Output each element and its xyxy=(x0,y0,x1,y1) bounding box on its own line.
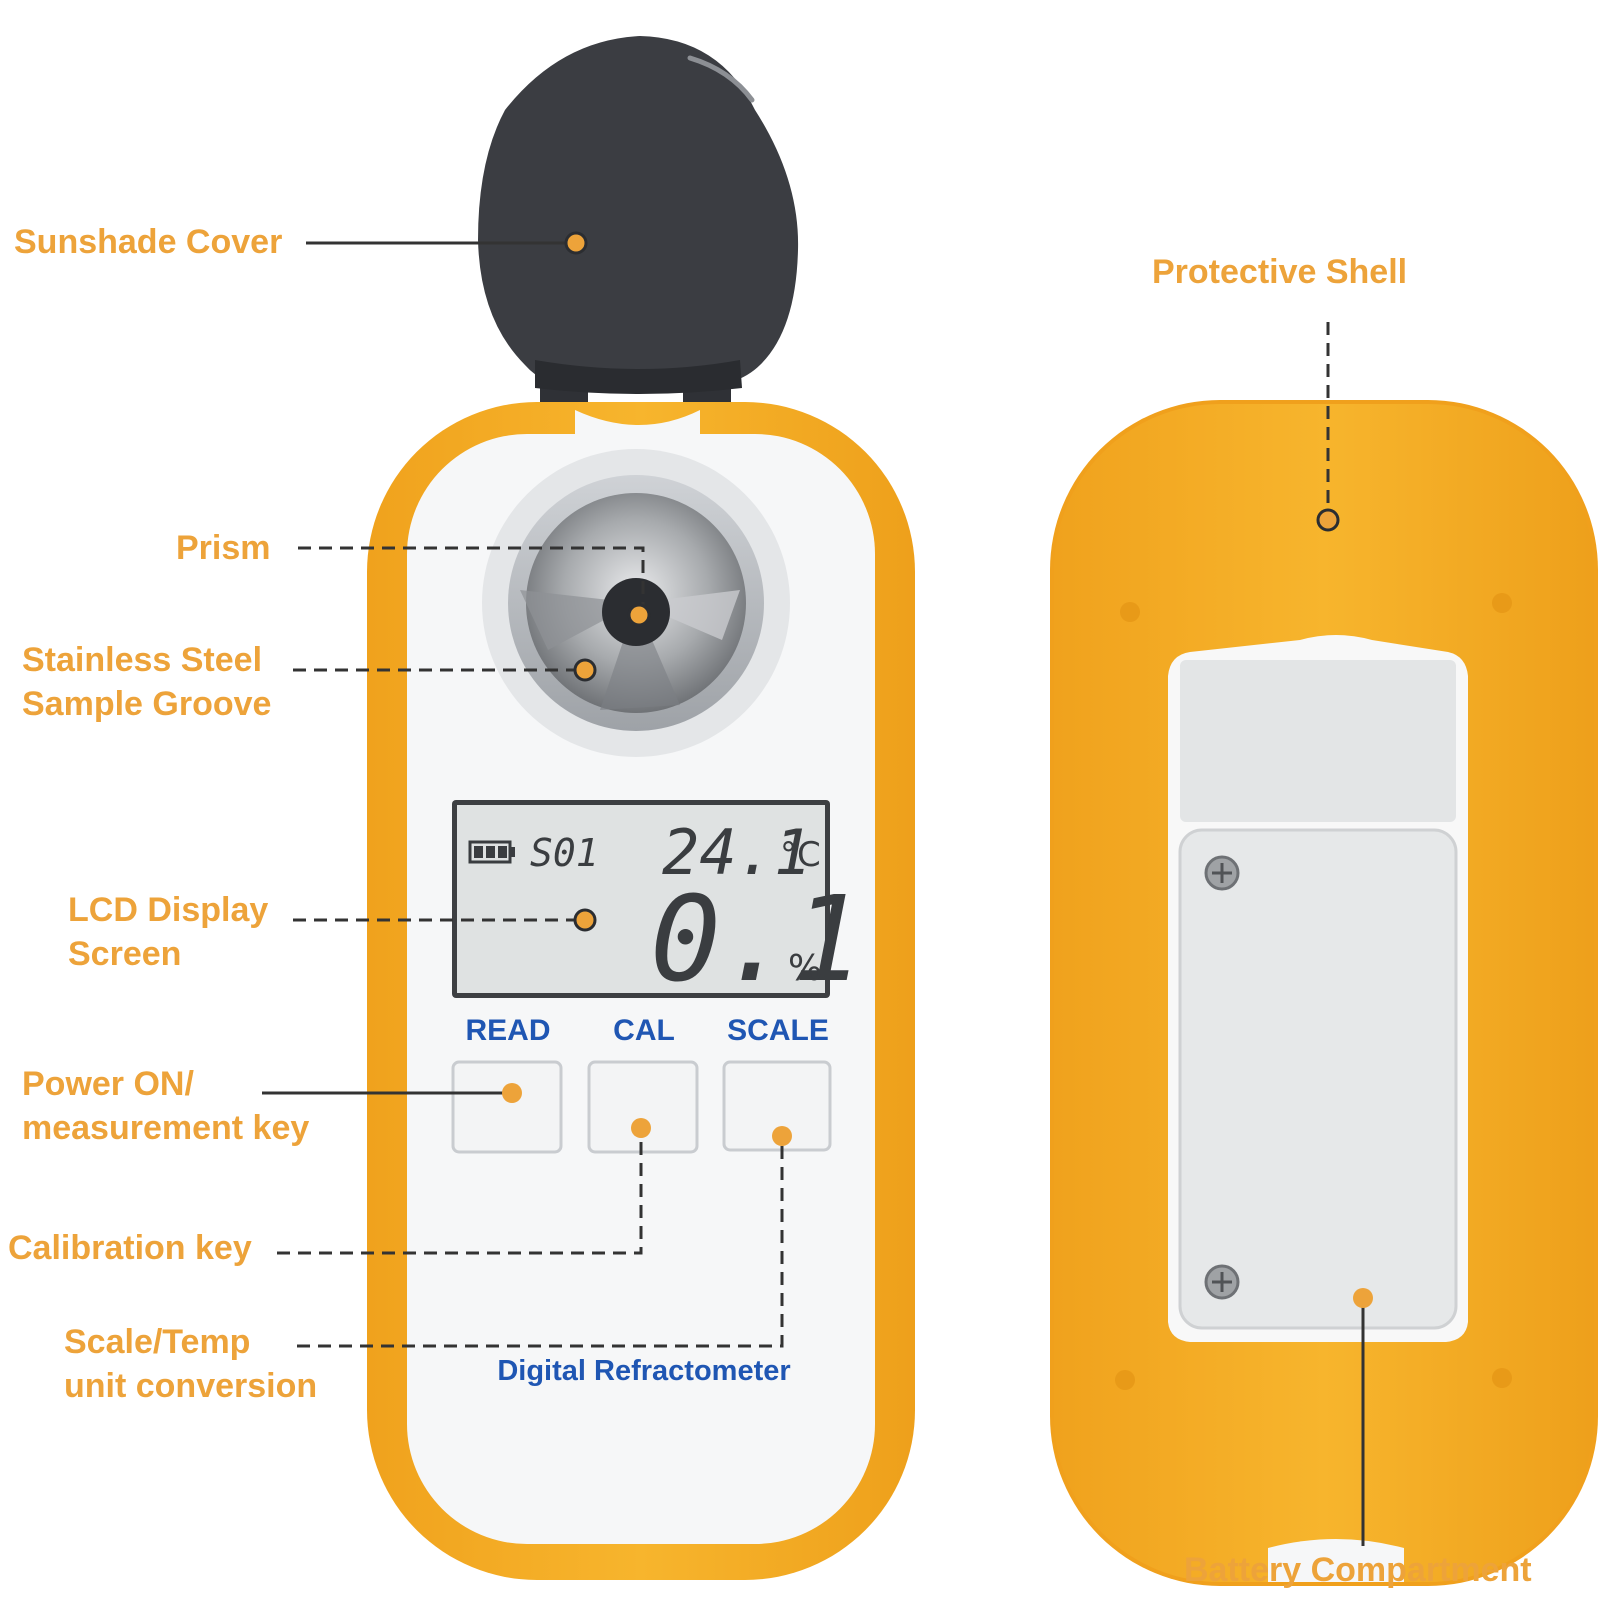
prism-assembly xyxy=(482,449,790,757)
leader-lines xyxy=(262,241,1365,1546)
label-battery-text: Battery Compartment xyxy=(1184,1551,1532,1589)
lcd-temp-unit: °C xyxy=(780,835,821,875)
read-button-label: READ xyxy=(465,1014,550,1047)
label-sunshade-cover: Sunshade Cover xyxy=(14,220,282,264)
label-stainless-steel: Stainless Steel Sample Groove xyxy=(22,638,271,726)
label-power-line2: measurement key xyxy=(22,1109,310,1147)
read-button[interactable] xyxy=(451,1060,563,1154)
label-stainless-line2: Sample Groove xyxy=(22,685,272,723)
battery-compartment[interactable] xyxy=(1178,828,1458,1330)
marker-sample-groove xyxy=(573,658,597,682)
screw-bottom xyxy=(1204,1264,1240,1300)
cal-button[interactable] xyxy=(587,1060,699,1154)
label-lcd-line1: LCD Display xyxy=(68,891,269,929)
label-lcd-display: LCD Display Screen xyxy=(68,888,268,976)
panel-top-notch xyxy=(575,410,700,440)
protective-shell-back xyxy=(1050,400,1598,1586)
marker-lcd xyxy=(573,908,597,932)
label-calibration-key: Calibration key xyxy=(8,1226,252,1270)
sunshade-cover[interactable] xyxy=(478,36,799,394)
label-power-line1: Power ON/ xyxy=(22,1065,194,1103)
marker-power-key xyxy=(502,1083,522,1103)
label-stainless-line1: Stainless Steel xyxy=(22,641,263,679)
marker-sunshade xyxy=(564,231,588,255)
scale-button-label: SCALE xyxy=(727,1014,829,1047)
label-lcd-line2: Screen xyxy=(68,935,182,973)
lcd-reading-unit: % xyxy=(788,948,822,989)
screw-top xyxy=(1204,855,1240,891)
label-prism: Prism xyxy=(176,526,271,570)
lcd-temperature: 24.1 xyxy=(662,816,811,889)
label-protective-shell-text: Protective Shell xyxy=(1152,253,1408,291)
label-calibration-text: Calibration key xyxy=(8,1229,252,1267)
marker-shell xyxy=(1316,508,1340,532)
marker-battery xyxy=(1353,1288,1373,1308)
label-protective-shell: Protective Shell xyxy=(1152,250,1407,294)
lcd-reading: 0.1 xyxy=(650,870,863,1008)
label-power-key: Power ON/ measurement key xyxy=(22,1062,309,1150)
marker-prism xyxy=(627,603,651,627)
scale-button[interactable] xyxy=(722,1060,832,1152)
battery-icon xyxy=(468,840,515,864)
marker-cal-key xyxy=(631,1118,651,1138)
lcd-program: S01 xyxy=(530,831,599,875)
label-scale-line1: Scale/Temp xyxy=(64,1323,251,1361)
label-prism-text: Prism xyxy=(176,529,271,567)
label-battery-compartment: Battery Compartment xyxy=(1184,1548,1532,1592)
marker-dots xyxy=(502,231,1373,1308)
lcd-display-screen: S01 24.1 °C 0.1 % xyxy=(452,800,863,1008)
label-scale-temp: Scale/Temp unit conversion xyxy=(64,1320,317,1408)
cal-button-label: CAL xyxy=(613,1014,675,1047)
label-scale-line2: unit conversion xyxy=(64,1367,318,1405)
refractometer-device: S01 24.1 °C 0.1 % READ CAL SCALE Digital… xyxy=(367,36,915,1580)
brand-text: Digital Refractometer xyxy=(497,1355,790,1387)
label-sunshade-cover-text: Sunshade Cover xyxy=(14,223,283,261)
marker-scale-key xyxy=(772,1126,792,1146)
